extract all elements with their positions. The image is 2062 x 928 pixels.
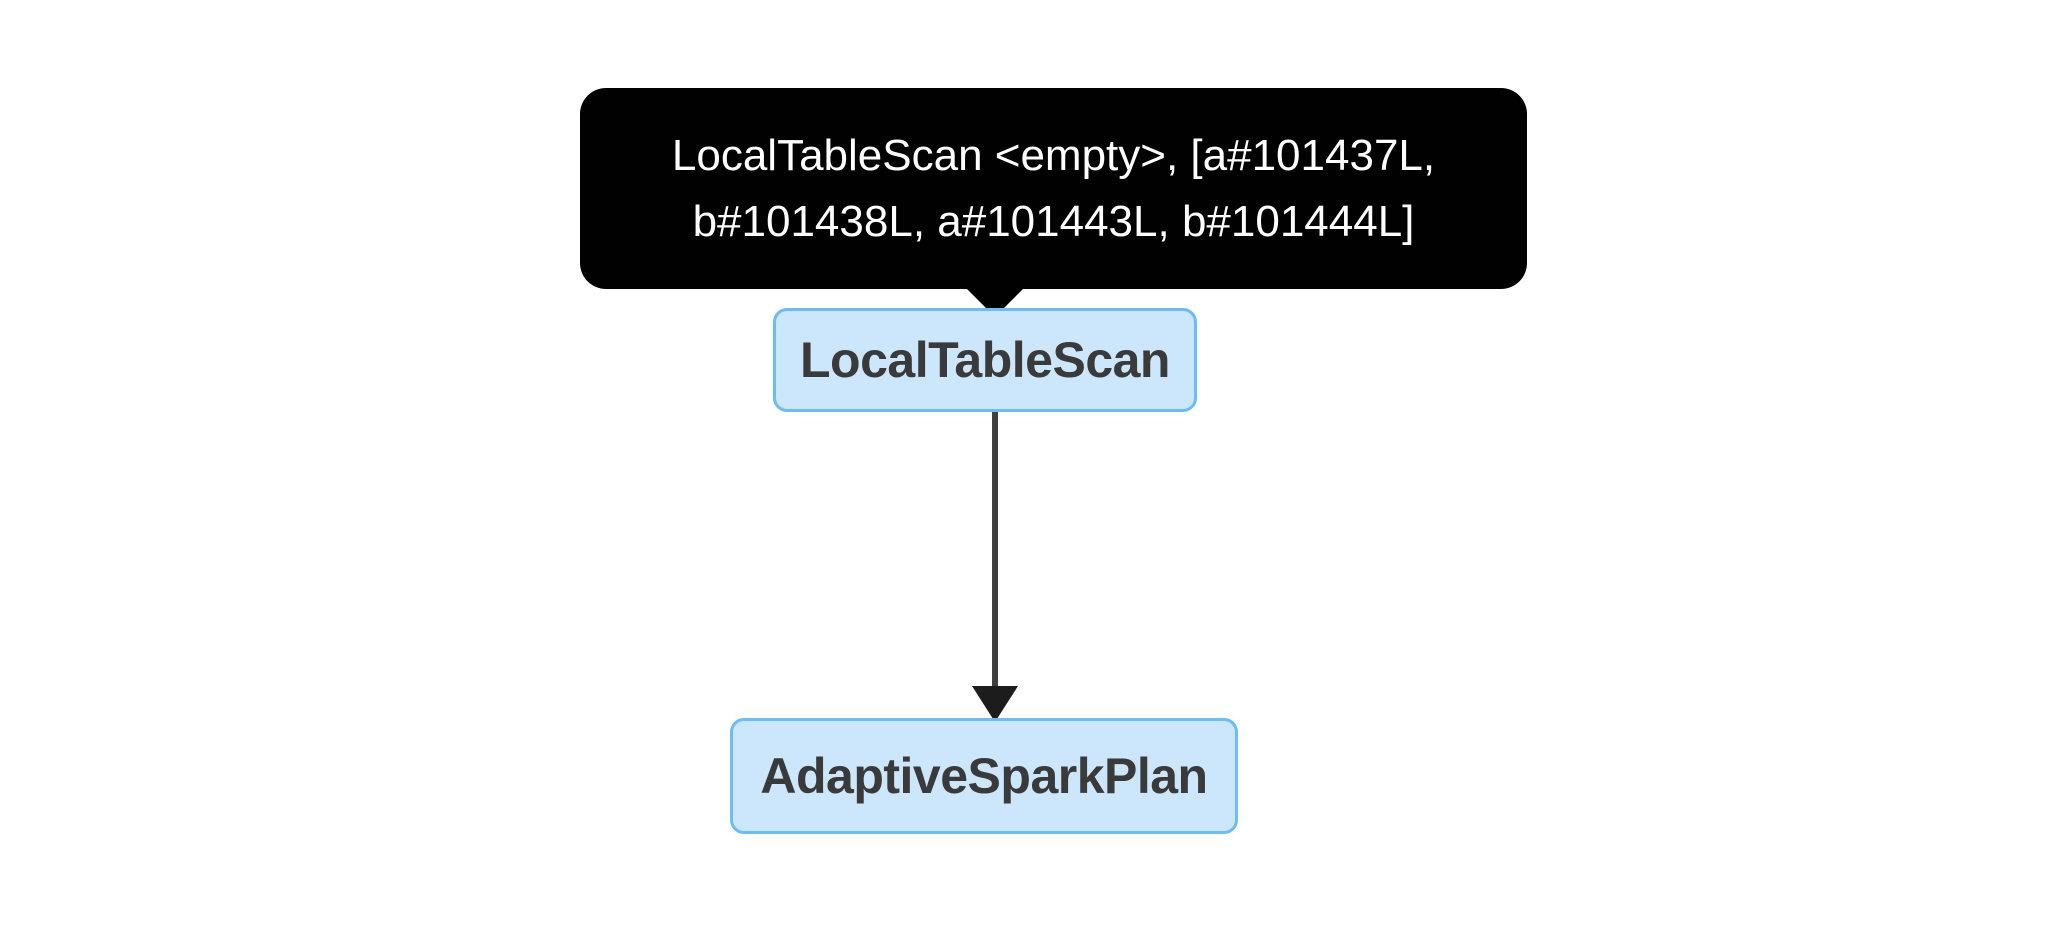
tooltip-line-1: LocalTableScan <empty>, [a#101437L, [671, 130, 1436, 180]
tooltip-line-2: b#101438L, a#101443L, b#101444L] [692, 196, 1415, 246]
plan-node-label: LocalTableScan [800, 332, 1170, 388]
edge-localtablescan-to-adaptivesparkplan [972, 412, 1018, 722]
plan-node-label: AdaptiveSparkPlan [760, 748, 1208, 804]
node-tooltip: LocalTableScan <empty>, [a#101437L, b#10… [580, 88, 1527, 289]
plan-node-localtablescan[interactable]: LocalTableScan [773, 308, 1197, 412]
plan-node-adaptivesparkplan[interactable]: AdaptiveSparkPlan [730, 718, 1238, 834]
edge-arrowhead-icon [972, 686, 1018, 722]
